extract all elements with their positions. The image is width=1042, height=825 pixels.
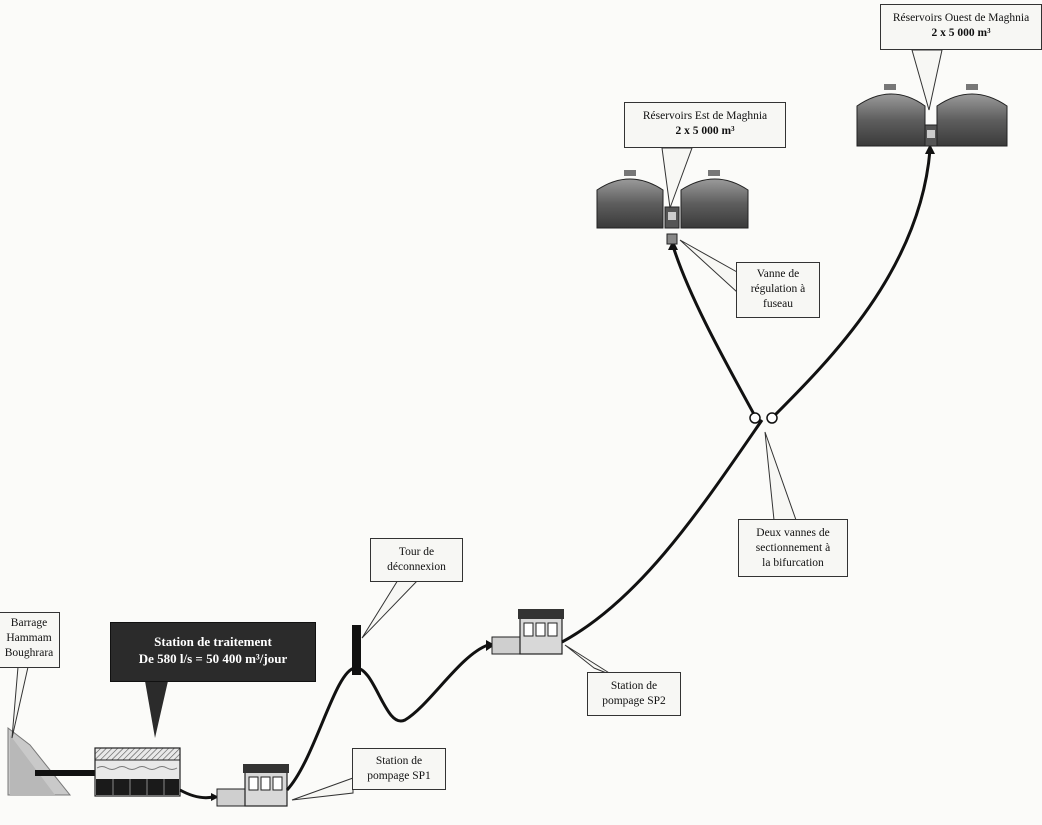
reservoirs-est-capacity: 2 x 5 000 m³ [675, 125, 735, 137]
barrage-label-3: Boughrara [4, 647, 54, 659]
callout-vannes-bifurcation: Deux vannes de sectionnement à la bifurc… [738, 519, 848, 577]
disconnection-tower-icon [352, 625, 361, 675]
reservoirs-ouest-icon [856, 84, 1008, 147]
pointer-sp1 [291, 777, 354, 801]
callout-sp2: Station de pompage SP2 [587, 672, 681, 716]
sectioning-valve-1-icon [749, 412, 761, 424]
callout-reservoirs-est: Réservoirs Est de Maghnia 2 x 5 000 m³ [624, 102, 786, 148]
reservoirs-ouest-capacity: 2 x 5 000 m³ [931, 27, 991, 39]
vanne-regulation-label-3: fuseau [762, 298, 793, 310]
pipe-branch-west [770, 149, 932, 420]
callout-reservoirs-ouest: Réservoirs Ouest de Maghnia 2 x 5 000 m³ [880, 4, 1042, 50]
callout-sp1: Station de pompage SP1 [352, 748, 446, 790]
barrage-label-2: Hammam [6, 632, 52, 644]
pointer-tour [361, 579, 420, 639]
station-traitement-title: Station de traitement [154, 634, 272, 649]
callout-tour: Tour de déconnexion [370, 538, 463, 582]
treatment-station-icon [94, 747, 181, 797]
barrage-label-1: Barrage [10, 617, 48, 629]
pointer-reservoirs-ouest [911, 49, 943, 111]
pipe-sp2-to-bifurcation [561, 419, 764, 644]
reservoirs-est-icon [596, 170, 749, 245]
callout-barrage: Barrage Hammam Boughrara [0, 612, 60, 668]
station-traitement-capacity: De 580 l/s = 50 400 m³/jour [138, 651, 288, 666]
vannes-label-2: sectionnement à [755, 542, 831, 554]
dam-shape [7, 726, 72, 796]
pointer-station-traitement [145, 681, 168, 738]
reservoirs-est-title: Réservoirs Est de Maghnia [642, 110, 768, 122]
callout-station-traitement: Station de traitement De 580 l/s = 50 40… [110, 622, 316, 682]
pointer-reservoirs-est [661, 147, 693, 209]
pointer-vannes [764, 431, 797, 521]
vanne-regulation-label-1: Vanne de [756, 268, 800, 280]
pipe-branch-east [671, 245, 758, 419]
pumping-station-sp1-icon [216, 764, 289, 807]
vannes-label-3: la bifurcation [762, 557, 824, 569]
tour-label-2: déconnexion [387, 561, 446, 573]
sp1-label-1: Station de [375, 755, 423, 767]
pointer-barrage [11, 666, 29, 739]
tour-label-1: Tour de [398, 546, 435, 558]
sp2-label-2: pompage SP2 [602, 695, 666, 707]
reservoirs-ouest-title: Réservoirs Ouest de Maghnia [892, 12, 1030, 24]
vanne-regulation-label-2: régulation à [750, 283, 806, 295]
sp1-label-2: pompage SP1 [367, 770, 431, 782]
callout-vanne-regulation: Vanne de régulation à fuseau [736, 262, 820, 318]
vannes-label-1: Deux vannes de [756, 527, 830, 539]
sectioning-valve-2-icon [766, 412, 778, 424]
pipe-treatment-to-sp1 [179, 788, 214, 800]
pumping-station-sp2-icon [491, 609, 564, 655]
pipe-sp1-to-tower [285, 643, 489, 792]
sp2-label-1: Station de [610, 680, 658, 692]
